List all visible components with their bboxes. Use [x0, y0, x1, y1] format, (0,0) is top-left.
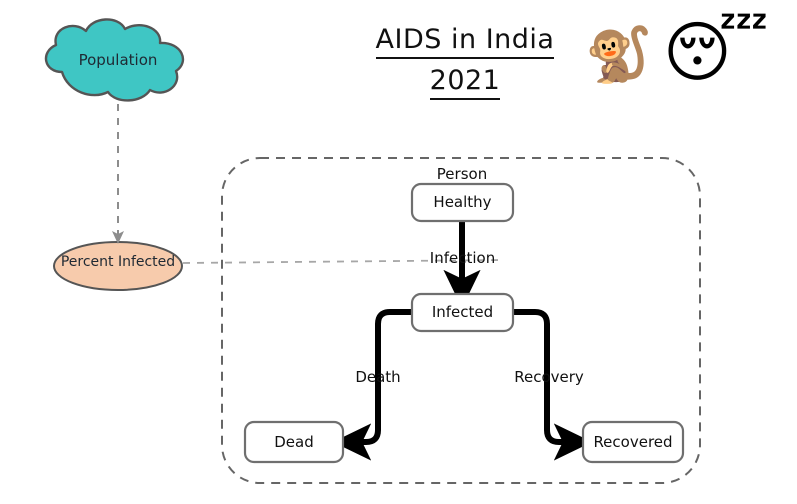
infection-edge-label: Infection [429, 249, 496, 267]
recovery-edge-label: Recovery [514, 368, 584, 386]
population-cloud-shape[interactable] [44, 18, 185, 102]
infected-box-shape[interactable] [410, 292, 515, 333]
connector-infected-to-dead [332, 309, 412, 461]
dead-node-label: Dead [274, 433, 314, 451]
page-title-line-1: AIDS in India [375, 24, 555, 59]
person-model-container [221, 157, 701, 484]
percent-infected-node-label: Percent Infected [60, 254, 176, 270]
death-edge-label: Death [355, 368, 401, 386]
healthy-box-shape[interactable] [410, 182, 515, 223]
dead-box-shape[interactable] [243, 420, 345, 464]
recovered-node-label: Recovered [593, 433, 673, 451]
population-node-label: Population [78, 51, 158, 69]
sleeping-face-emoji: 😴 [663, 14, 769, 91]
connector-infected-to-recovered [513, 309, 593, 461]
connector-percent-to-infection [182, 259, 506, 264]
page-title: AIDS in India 2021 [340, 24, 590, 100]
infected-node-label: Infected [431, 303, 494, 321]
page-title-line-2: 2021 [429, 65, 501, 100]
recovered-box-shape[interactable] [581, 420, 685, 464]
person-group-label: Person [436, 165, 488, 183]
healthy-node-label: Healthy [433, 193, 492, 211]
monkey-emoji: 🐒 [585, 23, 653, 86]
